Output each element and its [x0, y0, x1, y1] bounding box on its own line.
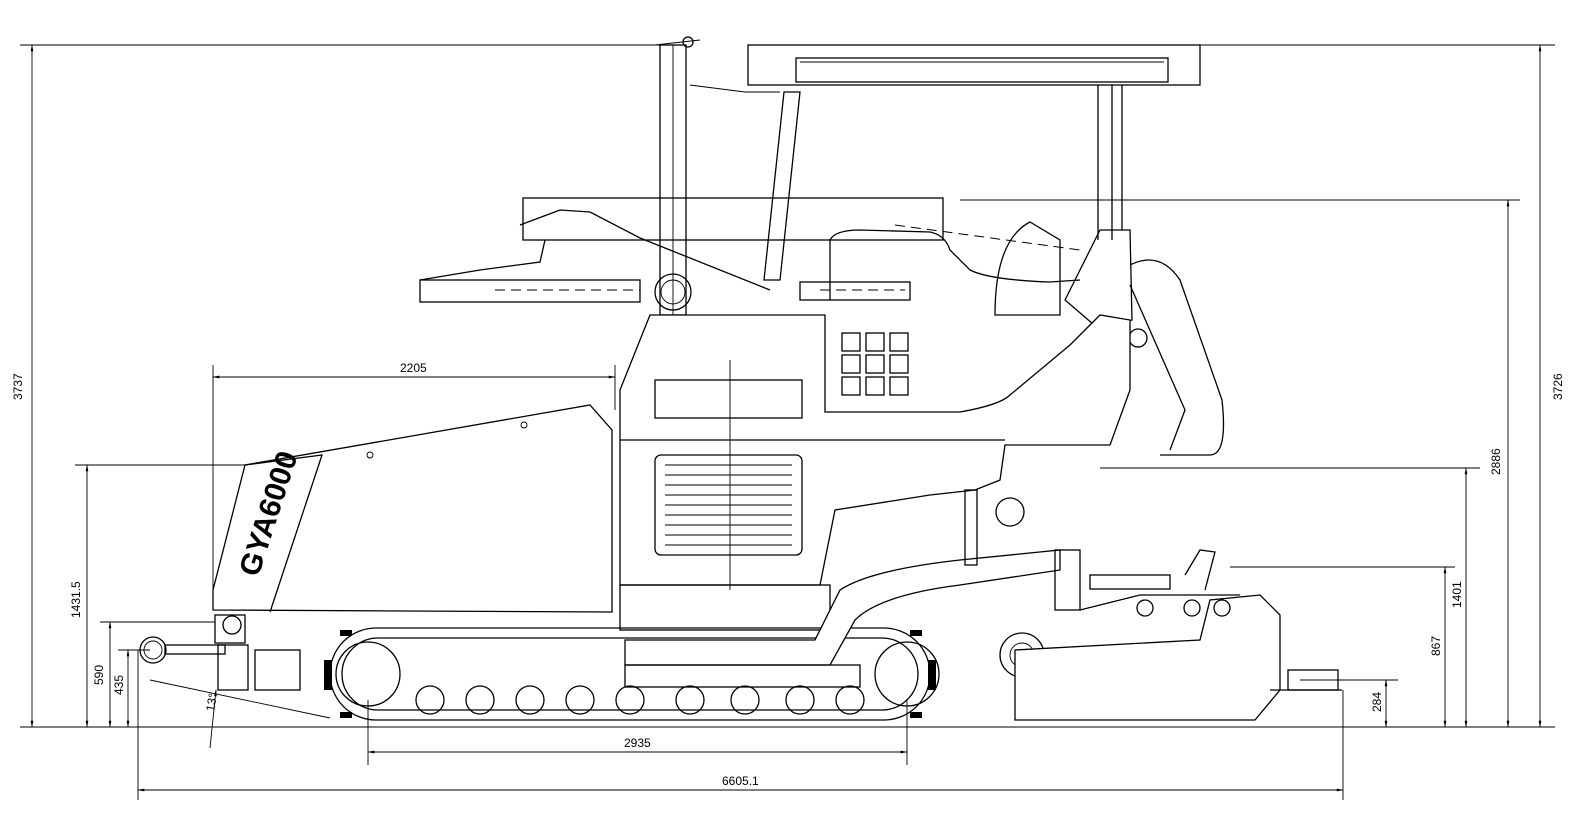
push-roller — [139, 614, 301, 691]
operator-seat — [994, 221, 1225, 456]
engine-grille — [654, 454, 803, 556]
dim-overall-height: 3737 — [11, 373, 25, 400]
dim-screed-height: 284 — [1370, 692, 1384, 712]
dimension-lines — [30, 44, 1542, 792]
material-hopper: GYA6000 — [212, 404, 613, 613]
dim-roller-center: 435 — [112, 675, 126, 695]
dim-approach-angle: 13° — [203, 692, 220, 713]
crawler-track — [324, 584, 940, 721]
canopy-roof — [689, 44, 1201, 281]
dim-track-length: 2935 — [624, 736, 651, 750]
dim-roller-top: 590 — [92, 665, 106, 685]
dim-screed-arm-height: 867 — [1429, 636, 1443, 656]
screed-tow-arm — [624, 549, 1081, 688]
operator-rail — [419, 197, 1081, 311]
dim-hopper-length: 2205 — [400, 361, 427, 375]
dim-screed-top-height: 1401 — [1450, 581, 1464, 608]
engine-housing — [619, 314, 1131, 590]
exhaust-pipe — [654, 36, 701, 316]
reference-lines — [20, 44, 1555, 800]
dim-canopy-height: 3726 — [1551, 373, 1565, 400]
control-keypad — [841, 332, 909, 396]
dim-hopper-height: 1431.5 — [69, 581, 83, 618]
dim-overall-length: 6605.1 — [722, 774, 759, 788]
dim-platform-height: 2886 — [1489, 448, 1503, 475]
dimension-labels: 3737 3726 2886 1401 867 284 1431.5 590 4… — [11, 361, 1565, 788]
screed — [1014, 549, 1342, 721]
